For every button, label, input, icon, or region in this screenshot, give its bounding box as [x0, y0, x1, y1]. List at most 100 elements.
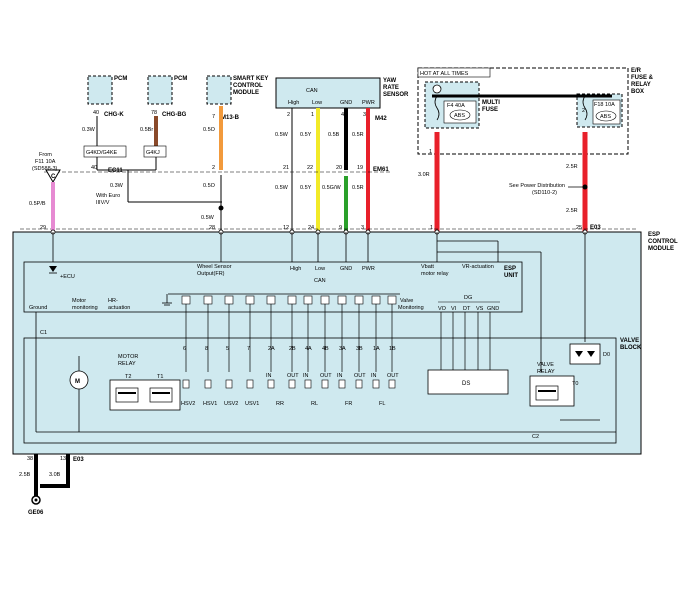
transistor-11: [387, 295, 397, 305]
dg-wires: [440, 312, 491, 370]
valve-pin-4: 2A: [268, 346, 275, 352]
em61-label: EM61: [373, 167, 389, 173]
t0-label: T0: [572, 381, 578, 387]
fuse2-name: ABS: [600, 114, 611, 120]
valve-pin-10: 1A: [373, 346, 380, 352]
smart-key-connector: M13-B: [221, 115, 240, 121]
esp-module-title-l1: ESP: [648, 232, 660, 238]
ground-node-inner: [34, 498, 38, 502]
esp-module-title: ESP CONTROL MODULE: [648, 232, 679, 252]
motor-relay-l2: RELAY: [118, 361, 136, 367]
yaw-pin-1: 2: [287, 112, 290, 118]
yaw-title-l1: YAW: [383, 78, 396, 84]
ds-label: DS: [462, 381, 470, 387]
power-dist-l2: (SD110-2): [532, 190, 557, 196]
esp-module-title-l2: CONTROL: [648, 239, 678, 245]
red-wire-label: 0.5R: [352, 185, 364, 191]
motor-monitoring-l1: Motor: [72, 298, 86, 304]
yaw-sensor-box: [275, 77, 381, 109]
hot-at-all-times: HOT AT ALL TIMES: [420, 71, 469, 77]
from-arrow: [45, 169, 61, 183]
smart-key-node: [218, 205, 224, 211]
ds-box: [427, 369, 509, 395]
from-l3: (SD588-3): [32, 166, 58, 172]
pcm-1-pin: 40: [93, 110, 99, 116]
c2-label: C2: [532, 434, 539, 440]
hr-actuation-l2: actuation: [108, 305, 130, 311]
multi-fuse-label: MULTI FUSE: [482, 100, 502, 113]
yaw-high-label: High: [288, 100, 299, 106]
d0-diode-1: [575, 351, 583, 357]
splice-pin-19: 19: [357, 165, 363, 171]
fuse2-abs-oval: [595, 110, 617, 122]
motor-relay-label: motor relay: [421, 271, 449, 277]
pcm-1-box: [87, 75, 113, 105]
fuse-pin-2: 2: [582, 108, 585, 114]
ecm-pin-3: 3: [361, 225, 364, 231]
from-letter: C: [51, 174, 56, 180]
valve-coil-4: [267, 379, 275, 389]
pcm-2-pin: 78: [151, 110, 157, 116]
fuse1-rating: F4 40A: [447, 103, 465, 109]
ground-label: Ground: [29, 305, 47, 311]
t2-switch: [115, 387, 139, 403]
fuse2-symbol: [582, 95, 588, 121]
yellow-wire-label: 0.5Y: [300, 185, 312, 191]
valve-pin-3: 7: [247, 346, 250, 352]
smart-key-pin: 7: [212, 114, 215, 120]
yaw-sensor-title: YAW RATE SENSOR: [383, 78, 409, 98]
opt2-box: [143, 145, 167, 158]
dg-label: DG: [464, 295, 472, 301]
yaw-pin-2: 1: [311, 112, 314, 118]
multi-fuse-l2: FUSE: [482, 107, 498, 113]
valve-io-7: OUT: [387, 373, 399, 379]
yaw-can-label: CAN: [306, 88, 318, 94]
smart-key-wire-label: 0.5O: [203, 127, 216, 133]
valve-block-title: VALVE BLOCK: [620, 338, 642, 351]
valve-io-4: IN: [337, 373, 343, 379]
valve-pin-6: 4A: [305, 346, 312, 352]
yaw-low-label: Low: [312, 100, 322, 106]
smart-key-title: SMART KEY CONTROL MODULE: [233, 76, 270, 96]
valve-coil-7: [321, 379, 329, 389]
pcm-2-title: PCM: [174, 76, 187, 82]
ground-pin-38: 38: [27, 456, 33, 462]
valve-name-1: HSV1: [203, 401, 217, 407]
vr-actuation-label: VR-actuation: [462, 264, 494, 270]
ecm-pin-24: 24: [308, 225, 314, 231]
fuse-pin-1: 1: [429, 149, 432, 155]
orange-wire-label: 0.5O: [203, 183, 216, 189]
valve-monitoring-l2: Monitoring: [398, 305, 424, 311]
green-wire-label: 0.5G/W: [322, 185, 341, 191]
valve-coil-9: [355, 379, 363, 389]
valve-block-title-l1: VALVE: [620, 338, 639, 344]
multi-fuse-l1: MULTI: [482, 100, 500, 106]
vbatt-label: Vbatt: [421, 264, 434, 270]
dg-dt: DT: [463, 306, 471, 312]
esp-module-title-l3: MODULE: [648, 246, 674, 252]
hr-actuation-l1: HR-: [108, 298, 118, 304]
fuse1-abs-oval: [449, 109, 471, 121]
unit-gnd-label: GND: [340, 266, 352, 272]
valve-io-3: OUT: [320, 373, 332, 379]
dg-vs: VS: [476, 306, 484, 312]
valve-name-6: FR: [345, 401, 352, 407]
pink-wire-label: 0.5P/B: [29, 201, 46, 207]
pcm1-wire-label: 0.3W: [82, 127, 96, 133]
smart-key-title-l1: SMART KEY: [233, 76, 268, 82]
valve-coil-10: [372, 379, 380, 389]
ecm-pin-25: 25: [576, 225, 582, 231]
valve-coil-8: [338, 379, 346, 389]
valve-pin-2: 5: [226, 346, 229, 352]
transistor-10: [371, 295, 381, 305]
yaw-w1: 0.5W: [275, 132, 289, 138]
transistor-9: [354, 295, 364, 305]
fuse-box-title-l4: BOX: [631, 89, 644, 95]
pcm-2-box: [147, 75, 173, 105]
ecm-pin-12: 12: [283, 225, 289, 231]
smart-key-wire-label-2: 0.5W: [201, 215, 215, 221]
t1-label: T1: [157, 374, 163, 380]
valve-coil-0: [182, 379, 190, 389]
fuse-box-title-l1: E/R: [631, 68, 642, 74]
valve-name-3: USV1: [245, 401, 259, 407]
